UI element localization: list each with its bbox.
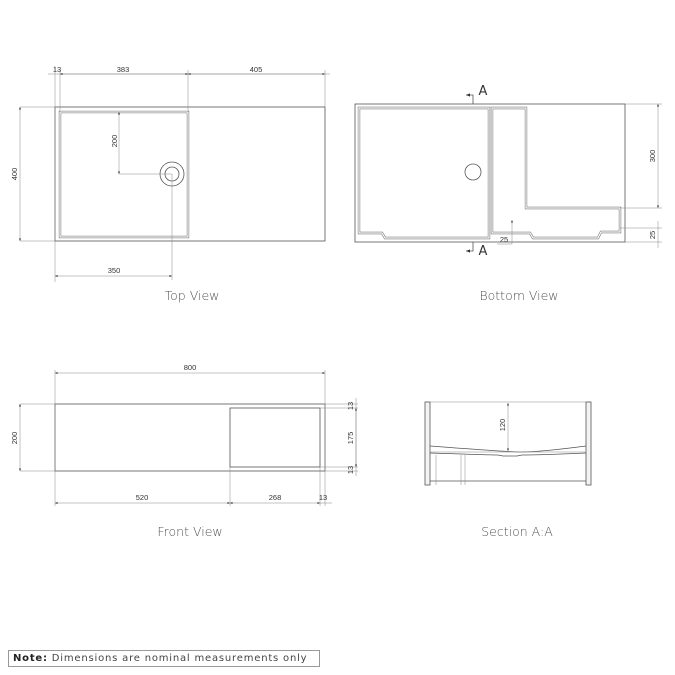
dim-rib-offset: 25 (500, 235, 508, 244)
dim-left-rim: 13 (53, 65, 61, 74)
bottom-view: 300 25 25 A A Bottom View (354, 84, 662, 303)
left-wall (424, 401, 431, 486)
dim-drain-from-left: 350 (108, 266, 121, 275)
dim-drain-from-back: 200 (110, 135, 119, 148)
dim-opening-width: 268 (269, 493, 282, 502)
dim-bottom-rim: 13 (346, 466, 355, 474)
top-view-outline (54, 106, 326, 242)
dim-recess-depth: 300 (648, 150, 657, 163)
section-view: 120 Section A:A (424, 401, 592, 539)
bottom-view-outline (354, 103, 626, 243)
dim-front-gap: 25 (648, 231, 657, 239)
note-box: Note: Dimensions are nominal measurement… (8, 650, 320, 667)
note-label: Note: (13, 653, 48, 664)
shelf-underside (490, 106, 622, 240)
section-marker-bottom: A (479, 244, 488, 259)
front-view-caption: Front View (157, 524, 222, 539)
dim-right-rim: 13 (319, 493, 327, 502)
drain-hole-icon (464, 163, 482, 181)
section-view-caption: Section A:A (481, 524, 553, 539)
bottom-view-caption: Bottom View (479, 288, 558, 303)
dim-height: 200 (10, 432, 19, 445)
basin-outline (58, 110, 190, 239)
top-view: 13 383 405 400 200 350 Top View (10, 65, 330, 303)
dim-shelf-width: 405 (250, 65, 263, 74)
top-view-caption: Top View (165, 288, 220, 303)
note-text: Dimensions are nominal measurements only (51, 653, 308, 664)
dim-basin-width: 383 (117, 65, 130, 74)
section-arrow-top-icon (466, 93, 474, 104)
right-wall (585, 401, 592, 486)
section-arrow-bottom-icon (466, 242, 474, 253)
front-view: 800 200 520 268 13 13 175 13 Front View (10, 363, 358, 539)
dim-left-width: 520 (136, 493, 149, 502)
basin-underside (357, 106, 491, 240)
front-view-outline (54, 403, 326, 472)
dim-top-rim: 13 (346, 402, 355, 410)
dim-basin-depth: 120 (498, 419, 507, 432)
section-marker-top: A (479, 84, 488, 99)
dim-opening-height: 175 (346, 432, 355, 445)
dim-total-width: 800 (184, 363, 197, 372)
shelf-opening (229, 407, 321, 468)
dim-depth: 400 (10, 168, 19, 181)
